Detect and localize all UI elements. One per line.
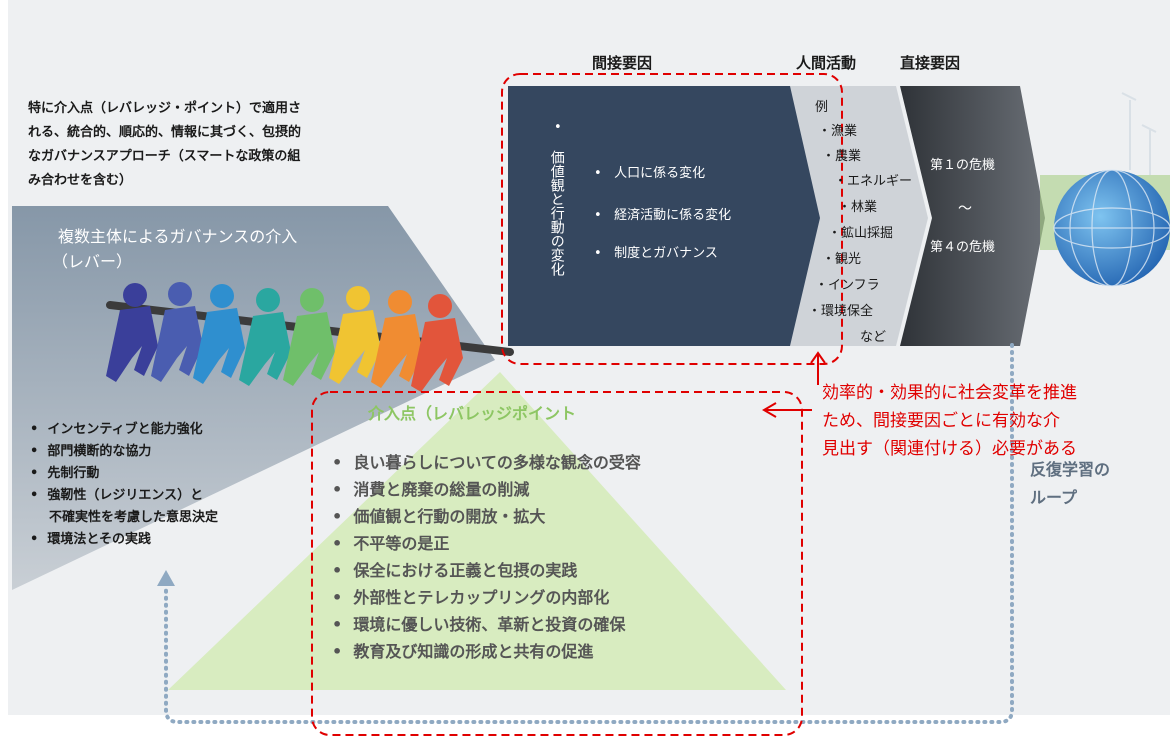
human-activity-chevron	[790, 86, 928, 346]
leverage-item-3: • 価値観と行動の開放・拡大	[332, 507, 546, 526]
intro-line-1: 特に介入点（レバレッジ・ポイント）で適用さ	[28, 101, 302, 116]
intro-line-3: なガバナンスアプローチ（スマートな政策の組	[28, 149, 301, 164]
person-figure-4	[239, 288, 291, 386]
activity-conservation: ・環境保全	[808, 304, 874, 319]
globe-illustration	[1040, 92, 1170, 287]
leverage-points-title: 介入点（レバレッジポイント	[368, 404, 577, 423]
leverage-item-1: • 良い暮らしについての多様な観念の受容	[332, 453, 641, 472]
direct-chevron	[900, 86, 1045, 346]
loop-label-line-2: ループ	[1030, 488, 1078, 507]
lever-item-4-cont: 不確実性を考慮した意思決定	[49, 510, 219, 525]
lever-item-4: • 強靭性（レジリエンス）と	[30, 488, 204, 503]
activity-etc: など	[860, 330, 887, 345]
leverage-item-2: • 消費と廃棄の総量の削減	[332, 480, 530, 499]
indirect-item-1: • 人口に係る変化	[594, 166, 706, 181]
activity-energy: ・エネルギー	[834, 174, 913, 189]
indirect-box	[508, 86, 830, 346]
activity-tourism: ・観光	[822, 252, 862, 267]
indirect-item-2: • 経済活動に係る変化	[594, 208, 732, 223]
person-figure-5	[283, 288, 335, 386]
lever-title: 複数主体によるガバナンスの介入	[58, 227, 298, 246]
red-note-line-3: 見出す（関連付ける）必要がある	[822, 439, 1077, 459]
indirect-item-3: • 制度とガバナンス	[594, 246, 718, 261]
lever-subtitle: （レバー）	[52, 252, 133, 271]
leverage-highlight-box	[311, 391, 803, 736]
direct-crisis-fourth: 第４の危機	[930, 240, 996, 255]
intro-line-2: れる、統合的、順応的、情報に其づく、包摂的	[28, 125, 302, 140]
activity-infrastructure: ・インフラ	[815, 278, 880, 293]
tug-of-war-figures	[106, 282, 514, 392]
vertical-bullet: •	[554, 120, 562, 135]
leverage-pyramid	[168, 372, 786, 690]
person-figure-2	[151, 282, 203, 382]
activity-fishery: ・漁業	[818, 124, 858, 139]
leverage-item-4: • 不平等の是正	[332, 534, 450, 553]
person-figure-7	[371, 290, 423, 388]
header-indirect-drivers: 間接要因	[592, 54, 653, 72]
header-direct-drivers: 直接要因	[900, 54, 961, 72]
feedback-loop	[164, 343, 1014, 724]
activity-mining: ・鉱山採掘	[828, 226, 894, 241]
person-figure-8	[411, 294, 463, 392]
lever-item-2: • 部門横断的な協力	[30, 444, 152, 459]
red-note-line-2: ため、間接要因ごとに有効な介	[822, 411, 1060, 431]
person-figure-3	[193, 284, 245, 384]
vertical-label-values-behaviour: 価値観と行動の変化	[548, 150, 565, 276]
leverage-item-8: • 教育及び知識の形成と共有の促進	[332, 642, 594, 661]
leverage-item-5: • 保全における正義と包摂の実践	[332, 561, 578, 580]
leverage-item-6: • 外部性とテレカップリングの内部化	[332, 588, 610, 607]
lever-item-5: • 環境法とその実践	[30, 532, 151, 547]
header-human-activity: 人間活動	[796, 54, 857, 72]
loop-label-line-1: 反復学習の	[1030, 460, 1111, 479]
direct-crisis-tilde: ～	[958, 201, 972, 217]
leverage-item-7: • 環境に優しい技術、革新と投資の確保	[332, 615, 626, 634]
human-activity-example-label: 例	[815, 100, 829, 115]
direct-crisis-first: 第１の危機	[930, 158, 996, 173]
red-note-line-1: 効率的・効果的に社会変革を推進	[822, 383, 1077, 403]
activity-agriculture: ・農業	[822, 149, 862, 164]
wind-turbine-icons	[1121, 92, 1157, 175]
intro-line-4: み合わせを含む）	[28, 173, 133, 188]
person-figure-1	[106, 283, 158, 382]
lever-item-3: • 先制行動	[30, 466, 100, 481]
lever-item-1: • インセンティブと能力強化	[30, 422, 203, 437]
activity-forestry: ・林業	[838, 200, 878, 215]
loop-arrowhead	[157, 570, 175, 586]
person-figure-6	[329, 286, 381, 384]
indirect-highlight-box	[501, 73, 843, 365]
